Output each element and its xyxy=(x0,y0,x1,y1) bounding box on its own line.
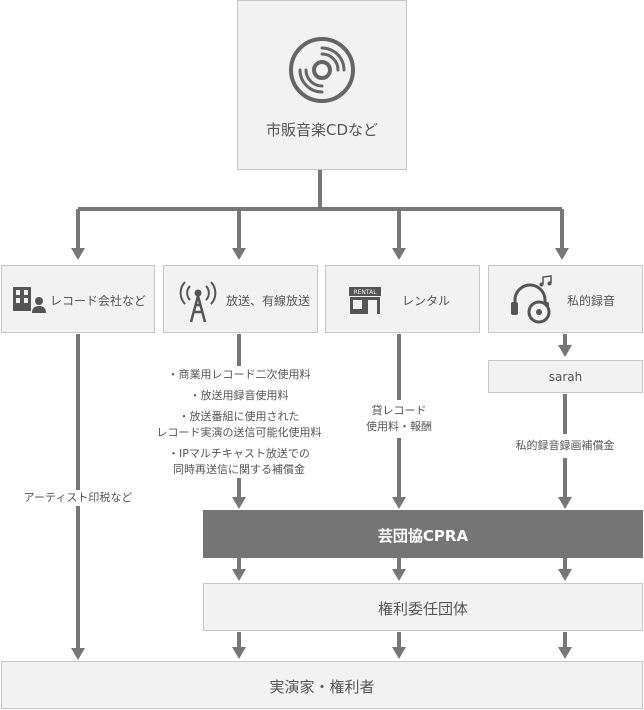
source-box-broadcast: 放送、有線放送 xyxy=(163,265,318,333)
note-broadcast-line: ・IPマルチキャスト放送での xyxy=(168,447,310,460)
sarah-box: sarah xyxy=(488,360,643,393)
source-label-record-company: レコード会社など xyxy=(50,294,147,308)
office-building-person-icon xyxy=(13,287,46,313)
note-broadcast-line: レコード実演の送信可能化使用料 xyxy=(156,426,322,439)
svg-text:RENTAL: RENTAL xyxy=(353,289,377,296)
trust-organizations-label: 権利委任団体 xyxy=(377,600,468,618)
cpra-box: 芸団協CPRA xyxy=(203,510,643,558)
note-broadcast-line: 同時再送信に関する補償金 xyxy=(173,463,305,476)
source-label-broadcast: 放送、有線放送 xyxy=(226,294,311,308)
note-broadcast-line: ・商業用レコード二次使用料 xyxy=(167,368,311,381)
top-box-label: 市販音楽CDなど xyxy=(265,121,379,139)
source-label-rental: レンタル xyxy=(402,294,451,308)
note-rental-line: 貸レコード xyxy=(371,404,427,417)
performers-rights-holders-label: 実演家・権利者 xyxy=(269,678,375,696)
broadcast-tower-icon xyxy=(179,281,217,323)
cd-disc-icon xyxy=(289,37,355,103)
note-rental-fees: 貸レコード 使用料・報酬 xyxy=(350,403,448,435)
headphones-cd-icon xyxy=(511,275,552,324)
rental-shop-icon: RENTAL xyxy=(349,287,381,314)
note-private-levy: 私的録音録画補償金 xyxy=(500,438,630,454)
sarah-label: sarah xyxy=(548,370,583,384)
note-artist-royalty: アーティスト印税など xyxy=(14,490,142,506)
note-broadcast-fees: ・商業用レコード二次使用料 ・放送用録音使用料 ・放送番組に使用された レコード… xyxy=(144,367,334,478)
trust-organizations-box: 権利委任団体 xyxy=(203,583,643,631)
source-label-private-recording: 私的録音 xyxy=(567,294,616,308)
source-box-rental: RENTAL レンタル xyxy=(325,265,480,333)
performers-rights-holders-box: 実演家・権利者 xyxy=(1,661,643,709)
source-box-retail-cd: 市販音楽CDなど xyxy=(237,0,407,170)
source-box-private-recording: 私的録音 xyxy=(488,265,643,333)
source-box-record-company: レコード会社など xyxy=(1,265,155,333)
note-broadcast-line: ・放送番組に使用された xyxy=(178,410,300,423)
cpra-label: 芸団協CPRA xyxy=(377,527,469,545)
note-broadcast-line: ・放送用録音使用料 xyxy=(189,389,289,402)
note-rental-line: 使用料・報酬 xyxy=(366,420,432,433)
